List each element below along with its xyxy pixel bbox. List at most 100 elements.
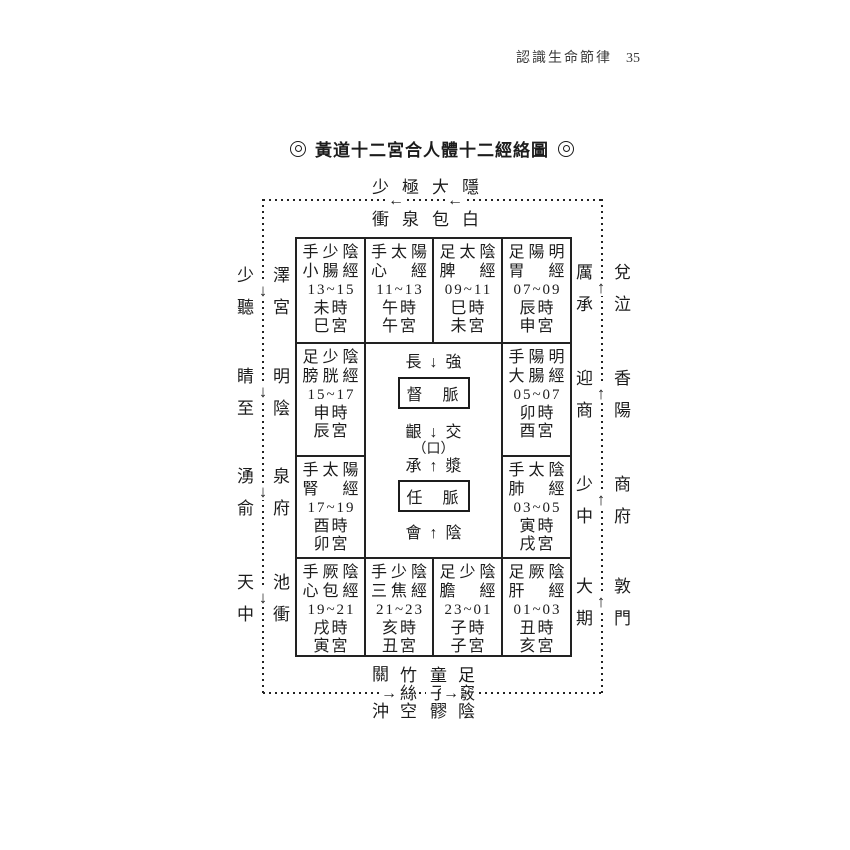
hour-range: 19~21 (307, 602, 356, 618)
zodiac-palace: 亥宮 (519, 638, 556, 655)
channel-name: 足少陰 (302, 349, 363, 366)
down-arrow: ↓ (255, 282, 271, 299)
frame-left-line (262, 199, 264, 694)
up-arrow: ↑ (593, 279, 609, 296)
earthly-hour: 午時 (381, 299, 418, 317)
acupoint-label-xiangyang: 香陽 (611, 369, 630, 433)
acupoint-label-duiqi: 兌泣 (611, 263, 630, 327)
up-arrow: ↑ (593, 491, 609, 508)
earthly-hour: 丑時 (519, 619, 556, 637)
channel-name: 足太陰 (439, 244, 500, 261)
channel-name: 手太陽 (370, 244, 431, 261)
diagram-title-row: 黃道十二宮合人體十二經絡圖 (282, 136, 582, 161)
right-arrow: → (441, 685, 461, 702)
hour-range: 21~23 (375, 602, 425, 618)
running-header: 認識生命節律 35 (516, 47, 640, 67)
acupoint-label-shaozhong: 少中 (573, 475, 592, 539)
vessel-center-cell: 長↓強 督 脈 齦↓交 （口） 承↑漿 任 脈 會↑陰 (365, 343, 502, 558)
mouth-label: （口） (412, 442, 455, 457)
hour-range: 07~09 (513, 282, 562, 298)
organ-meridian: 大腸經 (508, 367, 569, 385)
meridian-cell-triple-burner: 手少陰 三焦經 21~23 亥時 丑宮 (365, 558, 433, 656)
hour-range: 05~07 (513, 387, 562, 403)
earthly-hour: 卯時 (519, 404, 556, 422)
organ-meridian: 心包經 (302, 582, 363, 600)
acupoint-label-yongshu: 湧俞 (234, 467, 253, 531)
acupoint-label-licheng: 厲承 (573, 263, 592, 327)
zodiac-palace: 申宮 (519, 318, 556, 335)
acupoint-label-zegong: 澤宮 (270, 266, 289, 330)
acupoint-label-yinbai: 隱白 (459, 178, 478, 242)
frame-top-line (263, 199, 603, 201)
earthly-hour: 未時 (313, 299, 350, 317)
zodiac-palace: 寅宮 (313, 638, 350, 655)
acupoint-label-chichong: 池衝 (270, 573, 289, 637)
earthly-hour: 戌時 (313, 619, 350, 637)
hour-range: 03~05 (513, 500, 562, 516)
organ-meridian: 膽 經 (439, 582, 500, 600)
zodiac-palace: 子宮 (450, 638, 487, 655)
channel-name: 手厥陰 (302, 564, 363, 581)
meridian-cell-kidney: 手太陽 腎 經 17~19 酉時 卯宮 (296, 456, 365, 558)
organ-meridian: 肝 經 (508, 582, 569, 600)
acupoint-label-mingyin: 明陰 (270, 367, 289, 431)
meridian-cell-large-intestine: 手陽明 大腸經 05~07 卯時 酉宮 (502, 343, 571, 456)
earthly-hour: 申時 (313, 404, 350, 422)
acupoint-label-dunmen: 敦門 (611, 577, 630, 641)
earthly-hour: 亥時 (381, 619, 418, 637)
organ-meridian: 胃 經 (508, 262, 569, 280)
hour-range: 15~17 (307, 387, 356, 403)
organ-meridian: 膀胱經 (302, 367, 363, 385)
channel-name: 手陽明 (508, 349, 569, 366)
zodiac-palace: 巳宮 (313, 318, 350, 335)
meridian-cell-bladder: 足少陰 膀胱經 15~17 申時 辰宮 (296, 343, 365, 456)
acupoint-label-shaoting: 少聽 (234, 266, 253, 330)
book-title: 認識生命節律 (516, 51, 612, 66)
acupoint-label-daqi: 大期 (573, 577, 592, 641)
channel-name: 足少陰 (439, 564, 500, 581)
hour-range: 17~19 (307, 500, 356, 516)
earthly-hour: 子時 (450, 619, 487, 637)
acupoint-label-tianzhong: 天中 (234, 573, 253, 637)
page-number: 35 (626, 51, 640, 66)
acupoint-label-shangfu: 商府 (611, 475, 630, 539)
acupoint-label-dabao: 大包 (429, 178, 448, 242)
up-arrow: ↑ (593, 593, 609, 610)
zodiac-palace: 未宮 (450, 318, 487, 335)
organ-meridian: 三焦經 (370, 582, 431, 600)
organ-meridian: 腎 經 (302, 480, 363, 498)
frame-right-line (601, 199, 603, 694)
acupoint-label-tongziliao: 童子髎 (426, 665, 447, 721)
channel-name: 手少陰 (370, 564, 431, 581)
meridian-cell-heart: 手太陽 心 經 11~13 午時 午宮 (365, 238, 433, 343)
double-circle-icon (290, 140, 306, 157)
earthly-hour: 巳時 (450, 299, 487, 317)
organ-meridian: 肺 經 (508, 480, 569, 498)
zodiac-palace: 丑宮 (381, 638, 418, 655)
down-arrow: ↓ (255, 483, 271, 500)
double-circle-icon (558, 140, 574, 157)
meridian-table: 手少陰 小腸經 13~15 未時 巳宮 手太陽 心 經 11~13 午時 午宮 … (295, 237, 572, 657)
conception-vessel-box: 任 脈 (397, 480, 470, 512)
zodiac-palace: 午宮 (381, 318, 418, 335)
zodiac-palace: 辰宮 (313, 423, 350, 440)
up-arrow: ↑ (593, 385, 609, 402)
down-arrow: ↓ (255, 589, 271, 606)
acupoint-label-shaochong: 少衝 (369, 178, 388, 242)
hour-range: 11~13 (376, 282, 424, 298)
channel-name: 手太陰 (508, 462, 569, 479)
earthly-hour: 寅時 (519, 517, 556, 535)
meridian-cell-lung: 手太陰 肺 經 03~05 寅時 戌宮 (502, 456, 571, 558)
acupoint-label-guanchong: 關沖 (369, 665, 388, 739)
acupoint-label-sizhukong: 竹絲空 (396, 665, 417, 721)
channel-name: 足陽明 (508, 244, 569, 261)
organ-meridian: 小腸經 (302, 262, 363, 280)
du-end-point: 齦↓交 (405, 424, 470, 441)
ren-end-point: 會↑陰 (405, 525, 470, 542)
earthly-hour: 辰時 (519, 299, 556, 317)
earthly-hour: 酉時 (313, 517, 350, 535)
channel-name: 手太陽 (302, 462, 363, 479)
ren-start-point: 承↑漿 (405, 458, 470, 475)
right-arrow: → (379, 685, 399, 702)
zodiac-palace: 酉宮 (519, 423, 556, 440)
